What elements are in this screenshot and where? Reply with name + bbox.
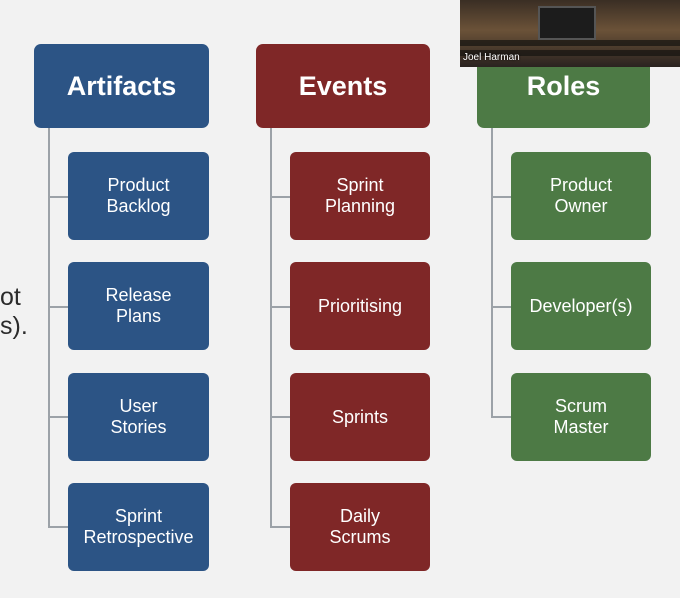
artifact-item-release-plans: Release Plans — [68, 262, 209, 350]
events-branch — [270, 306, 290, 308]
roles-branch — [491, 306, 511, 308]
artifact-item-sprint-retrospective: Sprint Retrospective — [68, 483, 209, 571]
events-branch — [270, 526, 290, 528]
video-background-seats — [460, 50, 680, 56]
participant-video-thumbnail[interactable]: Joel Harman — [460, 0, 680, 67]
clipped-slide-text-line-2: s). — [0, 312, 28, 340]
event-item-daily-scrums: Daily Scrums — [290, 483, 430, 571]
artifacts-branch — [48, 416, 68, 418]
roles-connector-line — [491, 128, 493, 416]
clipped-slide-text-line-1: ot — [0, 283, 21, 311]
events-branch — [270, 196, 290, 198]
artifacts-branch — [48, 526, 68, 528]
roles-branch — [491, 196, 511, 198]
participant-name-label: Joel Harman — [463, 52, 520, 63]
video-background-screen — [538, 6, 596, 40]
artifacts-branch — [48, 306, 68, 308]
video-background-seats — [460, 40, 680, 46]
events-connector-line — [270, 128, 272, 526]
role-item-scrum-master: Scrum Master — [511, 373, 651, 461]
artifacts-header: Artifacts — [34, 44, 209, 128]
events-header: Events — [256, 44, 430, 128]
artifacts-branch — [48, 196, 68, 198]
role-item-product-owner: Product Owner — [511, 152, 651, 240]
roles-branch — [491, 416, 511, 418]
event-item-sprints: Sprints — [290, 373, 430, 461]
event-item-sprint-planning: Sprint Planning — [290, 152, 430, 240]
artifact-item-product-backlog: Product Backlog — [68, 152, 209, 240]
artifacts-connector-line — [48, 128, 50, 526]
event-item-prioritising: Prioritising — [290, 262, 430, 350]
artifact-item-user-stories: User Stories — [68, 373, 209, 461]
events-branch — [270, 416, 290, 418]
role-item-developers: Developer(s) — [511, 262, 651, 350]
